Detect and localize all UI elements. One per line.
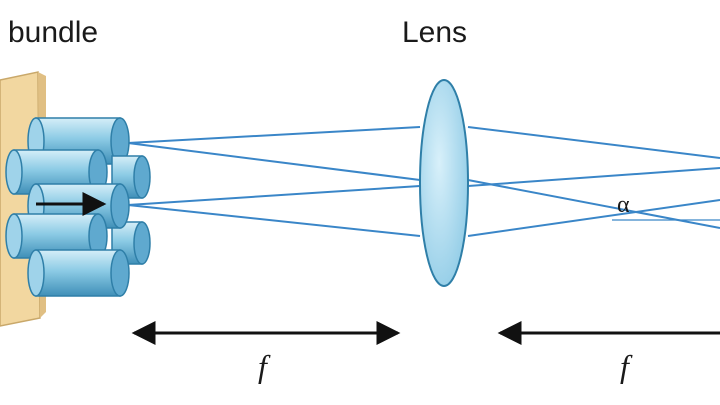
lens-label: Lens bbox=[402, 16, 468, 49]
focal-length-label-right: f bbox=[620, 348, 629, 384]
bundle-label: bundle bbox=[8, 16, 99, 49]
ray bbox=[467, 199, 720, 237]
ray bbox=[127, 204, 421, 237]
ray bbox=[467, 179, 720, 229]
ray bbox=[467, 167, 720, 187]
focal-length-label-left: f bbox=[258, 348, 267, 384]
light-rays bbox=[127, 126, 720, 237]
angle-label: α bbox=[617, 192, 630, 218]
ray bbox=[127, 126, 421, 144]
fiber-bundle bbox=[5, 117, 151, 297]
ray bbox=[127, 185, 421, 206]
fiber-cylinder bbox=[27, 249, 130, 297]
ray bbox=[467, 126, 720, 159]
lens-shape bbox=[419, 79, 469, 287]
ray bbox=[127, 142, 421, 181]
